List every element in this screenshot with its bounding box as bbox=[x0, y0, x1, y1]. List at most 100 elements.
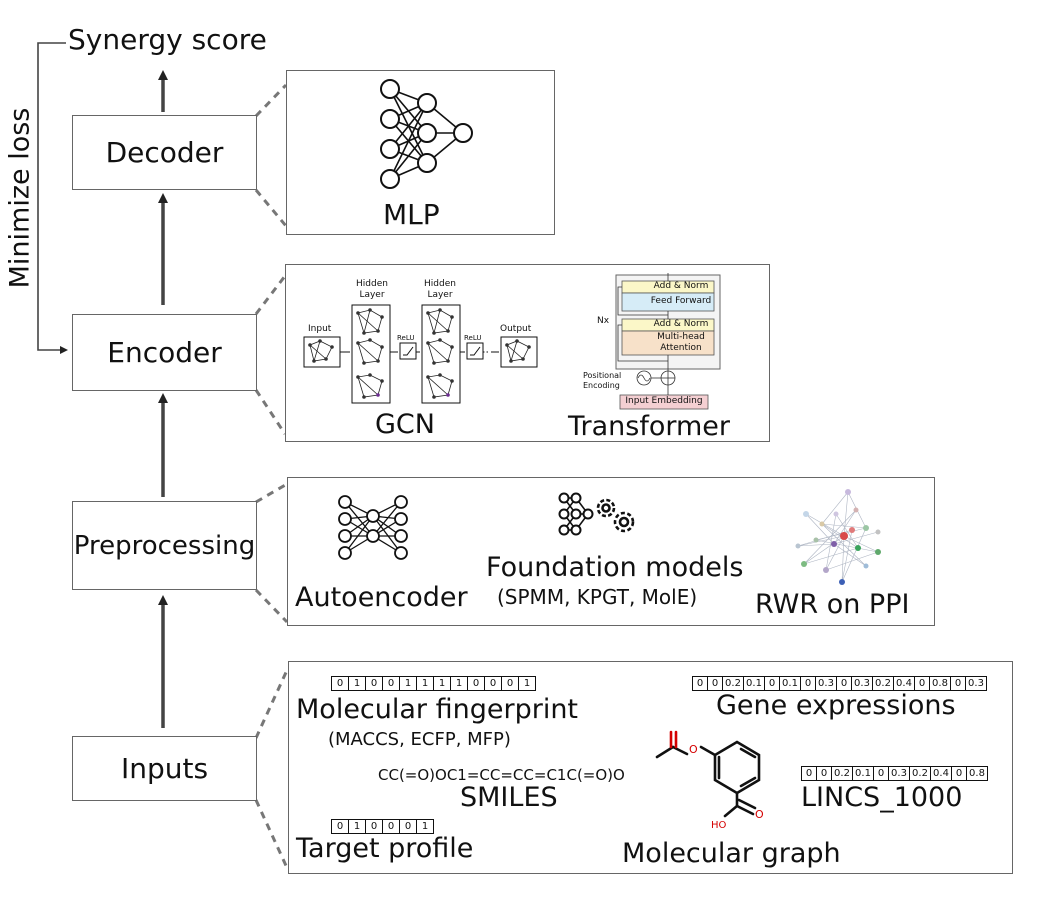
fingerprint-bit-vector: 0 1 0 0 1 1 1 1 0 0 0 1 bbox=[331, 676, 536, 691]
fp-bit: 0 bbox=[383, 677, 400, 690]
atom-ho: HO bbox=[711, 820, 727, 831]
lincs-value: 0.8 bbox=[969, 768, 985, 779]
gcn-graph-glyphs bbox=[309, 309, 530, 398]
lincs-value: 0 bbox=[952, 767, 967, 780]
lincs-value: 0.1 bbox=[853, 767, 874, 780]
target-profile-label: Target profile bbox=[296, 833, 474, 864]
autoencoder-icon bbox=[338, 495, 408, 560]
fp-bit: 1 bbox=[523, 678, 531, 689]
gene-value: 0.1 bbox=[780, 677, 801, 690]
fingerprint-label: Molecular fingerprint bbox=[296, 694, 579, 725]
gene-value: 0 bbox=[693, 677, 708, 690]
gene-value: 0.8 bbox=[930, 677, 951, 690]
foundation-models-label: Foundation models bbox=[486, 552, 744, 583]
synergy-score-label: Synergy score bbox=[68, 23, 267, 56]
fp-bit: 0 bbox=[366, 677, 383, 690]
lincs-value: 0.3 bbox=[889, 767, 910, 780]
foundation-model-gears-icon bbox=[558, 492, 635, 536]
gene-value: 0.2 bbox=[723, 677, 744, 690]
feedback-loop-line bbox=[37, 42, 68, 354]
gcn-hidden-label-1: Hidden Layer bbox=[356, 279, 388, 300]
gcn-output-label: Output bbox=[500, 324, 532, 334]
fp-bit: 1 bbox=[434, 677, 451, 690]
molecular-graph-label: Molecular graph bbox=[622, 838, 841, 869]
inputs-panel: 0 1 0 0 1 1 1 1 0 0 0 1 Molecular finger… bbox=[288, 661, 1013, 874]
gene-expressions-label: Gene expressions bbox=[716, 690, 956, 721]
gene-value: 0 bbox=[837, 677, 852, 690]
lincs-value: 0.2 bbox=[910, 767, 931, 780]
gene-value: 0 bbox=[951, 677, 966, 690]
target-bit: 0 bbox=[400, 820, 417, 833]
lincs-value: 0.2 bbox=[832, 767, 853, 780]
gene-value: 0.1 bbox=[744, 677, 765, 690]
fp-bit: 1 bbox=[349, 677, 366, 690]
mlp-label: MLP bbox=[383, 198, 440, 231]
add-norm-bottom-label: Add & Norm bbox=[653, 319, 709, 329]
decoder-panel: MLP bbox=[286, 70, 555, 235]
minimize-loss-label: Minimize loss bbox=[4, 107, 36, 289]
input-embedding-label: Input Embedding bbox=[625, 396, 703, 406]
fp-bit: 0 bbox=[502, 677, 519, 690]
smiles-string: CC(=O)OC1=CC=CC=C1C(=O)O bbox=[378, 766, 625, 784]
inputs-label: Inputs bbox=[120, 752, 209, 785]
decoder-box: Decoder bbox=[72, 115, 257, 190]
target-bit: 0 bbox=[366, 820, 383, 833]
preprocessing-panel: Autoencoder Foundation models (SPMM, KPG… bbox=[287, 477, 935, 626]
gene-expression-vector: 0 0 0.2 0.1 0 0.1 0 0.3 0 0.3 0.2 0.4 0 … bbox=[692, 676, 987, 691]
gene-value: 0.2 bbox=[873, 677, 894, 690]
target-bit: 1 bbox=[421, 821, 429, 832]
fp-bit: 0 bbox=[332, 677, 349, 690]
smiles-label: SMILES bbox=[460, 782, 558, 813]
encoder-label: Encoder bbox=[107, 336, 222, 369]
positional-encoding-label: Positional Encoding bbox=[583, 371, 622, 390]
encoder-box: Encoder bbox=[72, 314, 257, 391]
autoencoder-label: Autoencoder bbox=[295, 582, 468, 613]
preprocessing-box: Preprocessing bbox=[72, 501, 257, 590]
gene-value: 0.4 bbox=[894, 677, 915, 690]
gcn-label: GCN bbox=[375, 409, 435, 440]
add-norm-top-label: Add & Norm bbox=[653, 281, 709, 291]
lincs-value: 0 bbox=[874, 767, 889, 780]
mlp-network-icon bbox=[380, 79, 473, 189]
ppi-network-icon bbox=[795, 489, 881, 585]
fingerprint-examples-label: (MACCS, ECFP, MFP) bbox=[328, 729, 511, 750]
encoder-panel: Input Hidden Layer Hidden Layer ReLU ReL… bbox=[285, 264, 770, 442]
preprocessing-label: Preprocessing bbox=[73, 530, 256, 561]
target-bit: 1 bbox=[349, 820, 366, 833]
gene-value: 0 bbox=[765, 677, 780, 690]
atom-o-ether: O bbox=[689, 743, 698, 756]
lincs-value: 0.4 bbox=[931, 767, 952, 780]
gcn-relu-2: ReLU bbox=[464, 334, 482, 342]
lincs-label: LINCS_1000 bbox=[801, 782, 963, 813]
rwr-label: RWR on PPI bbox=[755, 589, 910, 620]
nx-label: Nx bbox=[597, 316, 610, 326]
gene-value: 0 bbox=[801, 677, 816, 690]
dashed-connectors bbox=[254, 83, 290, 871]
fp-bit: 1 bbox=[451, 677, 468, 690]
lincs-value: 0 bbox=[802, 767, 817, 780]
fp-bit: 1 bbox=[400, 677, 417, 690]
gcn-hidden-label-2: Hidden Layer bbox=[424, 279, 456, 300]
decoder-label: Decoder bbox=[105, 136, 224, 169]
feed-forward-label: Feed Forward bbox=[650, 296, 712, 306]
fp-bit: 0 bbox=[468, 677, 485, 690]
transformer-diagram bbox=[615, 273, 721, 410]
gene-value: 0.3 bbox=[816, 677, 837, 690]
attention-block bbox=[621, 330, 715, 356]
target-profile-vector: 0 1 0 0 0 1 bbox=[331, 819, 434, 834]
gcn-relu-1: ReLU bbox=[397, 334, 415, 342]
target-bit: 0 bbox=[383, 820, 400, 833]
molecular-graph-structure: O HO O bbox=[655, 730, 764, 831]
gcn-input-label: Input bbox=[308, 324, 332, 334]
lincs-vector: 0 0 0.2 0.1 0 0.3 0.2 0.4 0 0.8 bbox=[801, 766, 988, 781]
gcn-diagram bbox=[303, 304, 538, 404]
fp-bit: 0 bbox=[485, 677, 502, 690]
input-embedding-block bbox=[619, 394, 709, 410]
gene-value: 0 bbox=[915, 677, 930, 690]
multi-head-label: Multi-head Attention bbox=[657, 332, 705, 353]
target-bit: 0 bbox=[332, 820, 349, 833]
gene-value: 0.3 bbox=[852, 677, 873, 690]
inputs-box: Inputs bbox=[72, 736, 257, 801]
